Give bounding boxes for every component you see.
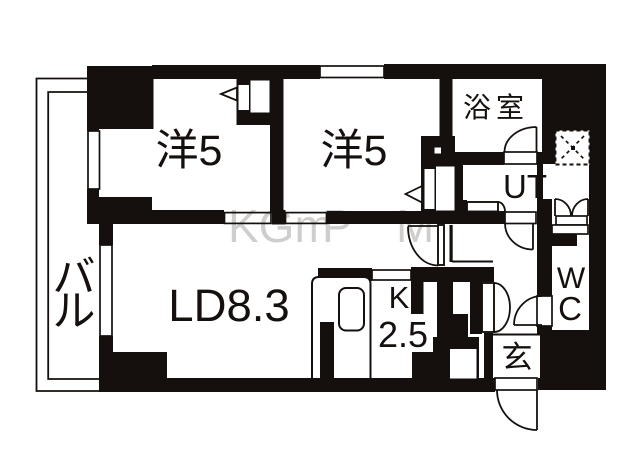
svg-text:K: K (389, 280, 410, 315)
svg-text:2.5: 2.5 (378, 314, 428, 355)
svg-text:KGm: KGm (228, 200, 333, 252)
svg-text:M: M (396, 200, 434, 252)
svg-text:洋5: 洋5 (321, 127, 388, 175)
svg-text:UT: UT (503, 168, 547, 205)
svg-text:玄: 玄 (502, 340, 533, 375)
svg-text:浴室: 浴室 (463, 92, 529, 123)
svg-text:W: W (557, 262, 586, 295)
svg-text:P: P (322, 200, 353, 252)
svg-text:LD8.3: LD8.3 (168, 280, 289, 331)
svg-text:バ: バ (53, 254, 96, 302)
svg-text:ル: ル (53, 288, 96, 336)
svg-text:C: C (558, 290, 582, 327)
svg-text:洋5: 洋5 (156, 127, 223, 175)
